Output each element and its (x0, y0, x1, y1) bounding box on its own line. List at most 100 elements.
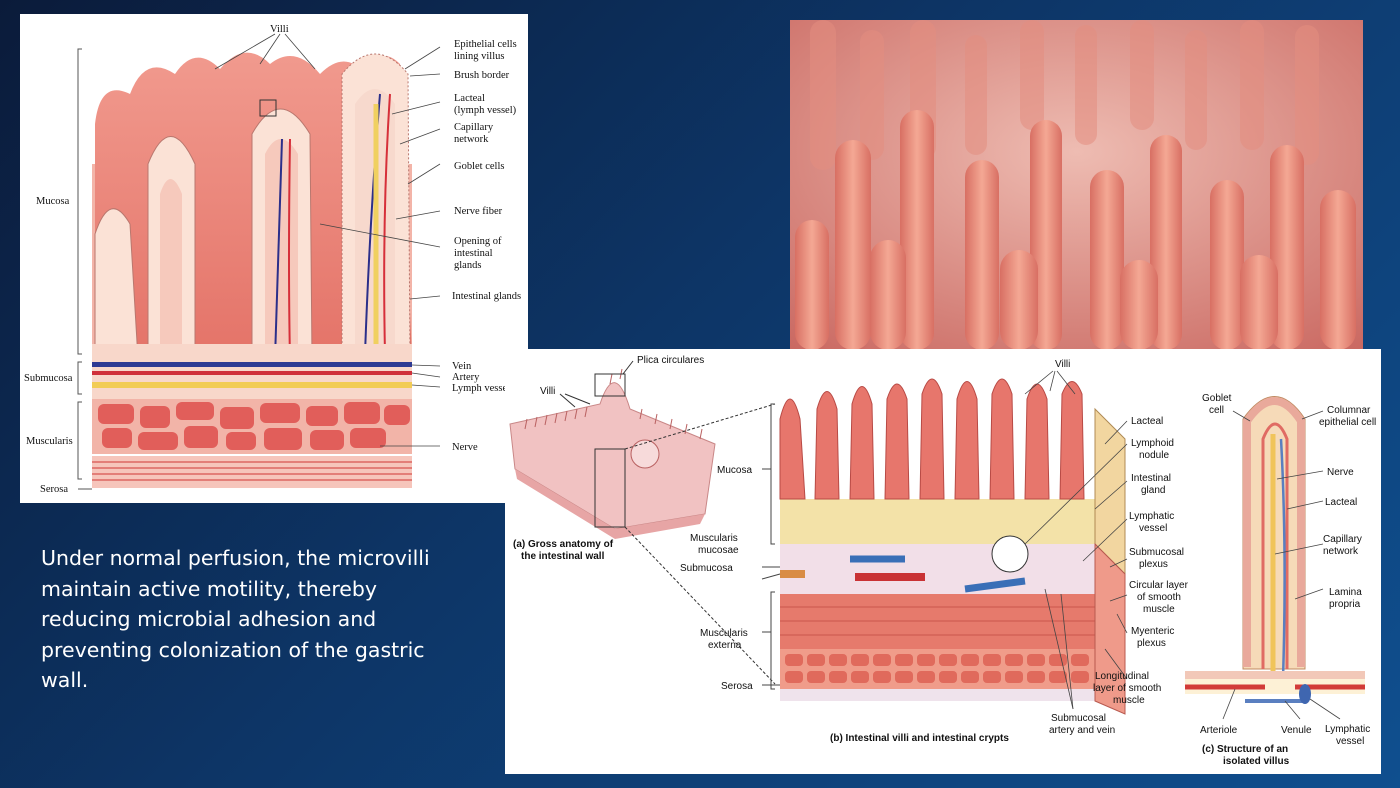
svg-text:Submucosa: Submucosa (24, 373, 73, 384)
svg-text:Submucosal: Submucosal (1051, 713, 1106, 724)
svg-text:externa: externa (708, 640, 742, 651)
villi-anatomy-diagram: Villi Epithelial cells lining villus Bru… (20, 14, 528, 503)
svg-text:Longitudinal: Longitudinal (1095, 671, 1149, 682)
svg-text:network: network (1323, 546, 1359, 557)
block-labels: Villi Mucosa Muscularis mucosae Submucos… (680, 359, 1189, 736)
villus-leaders (1222, 410, 1341, 720)
svg-text:Capillary: Capillary (454, 122, 494, 133)
svg-text:Muscularis: Muscularis (26, 436, 73, 447)
intestinal-block-illustration (779, 378, 1126, 715)
svg-text:artery and vein: artery and vein (1049, 725, 1115, 736)
svg-text:Columnar: Columnar (1327, 405, 1371, 416)
svg-text:Lacteal: Lacteal (1131, 416, 1163, 427)
svg-text:Lacteal: Lacteal (1325, 497, 1357, 508)
svg-text:Intestinal: Intestinal (1131, 473, 1171, 484)
svg-text:Artery: Artery (452, 372, 480, 383)
svg-text:Capillary: Capillary (1323, 534, 1362, 545)
svg-text:gland: gland (1141, 485, 1165, 496)
svg-text:Venule: Venule (1281, 725, 1312, 736)
svg-text:glands: glands (454, 260, 481, 271)
caption-line: reducing microbial adhesion and (41, 607, 377, 631)
svg-text:Lymphoid: Lymphoid (1131, 438, 1174, 449)
svg-text:Opening of: Opening of (454, 236, 502, 247)
svg-text:Goblet cells: Goblet cells (454, 161, 504, 172)
svg-text:muscle: muscle (1143, 604, 1175, 615)
svg-text:Mucosa: Mucosa (36, 196, 70, 207)
svg-text:(c) Structure of an: (c) Structure of an (1202, 744, 1288, 755)
villus-labels: Goblet cell Columnar epithelial cell Ner… (1200, 393, 1376, 747)
svg-text:vessel: vessel (1139, 523, 1167, 534)
slide-caption: Under normal perfusion, the microvilli m… (41, 543, 461, 696)
gross-anatomy-illustration (509, 360, 776, 685)
villus-caption: (c) Structure of an isolated villus (1202, 744, 1290, 767)
intestinal-wall-svg: Plica circulares Villi (a) Gross anatomy… (509, 355, 1376, 767)
svg-text:Lymphatic: Lymphatic (1129, 511, 1174, 522)
villi-shapes (92, 52, 412, 360)
svg-text:Nerve fiber: Nerve fiber (454, 206, 503, 217)
svg-text:(a) Gross anatomy of: (a) Gross anatomy of (513, 539, 614, 550)
svg-text:Plica circulares: Plica circulares (637, 355, 704, 366)
svg-text:Vein: Vein (452, 361, 472, 372)
svg-text:Lacteal: Lacteal (454, 93, 485, 104)
svg-text:Nerve: Nerve (1327, 467, 1354, 478)
svg-text:Serosa: Serosa (721, 681, 753, 692)
svg-text:Lamina: Lamina (1329, 587, 1362, 598)
right-labels: Villi Epithelial cells lining villus Bru… (270, 24, 521, 453)
svg-text:Muscularis: Muscularis (700, 628, 748, 639)
villi-cross-section-svg: Villi Epithelial cells lining villus Bru… (24, 24, 521, 495)
svg-text:Arteriole: Arteriole (1200, 725, 1238, 736)
svg-text:Epithelial cells: Epithelial cells (454, 39, 517, 50)
left-brackets (77, 48, 92, 490)
svg-text:vessel: vessel (1336, 736, 1364, 747)
wall-layers (92, 344, 412, 488)
gross-caption: (a) Gross anatomy of the intestinal wall (513, 539, 614, 562)
svg-text:Serosa: Serosa (40, 484, 68, 495)
svg-text:intestinal: intestinal (454, 248, 493, 259)
svg-text:Villi: Villi (1055, 359, 1070, 370)
caption-line: preventing colonization of the gastric (41, 637, 425, 662)
block-leaders (1024, 370, 1128, 710)
svg-text:network: network (454, 134, 489, 145)
svg-text:Submucosa: Submucosa (680, 563, 733, 574)
svg-text:the intestinal wall: the intestinal wall (521, 551, 605, 562)
svg-text:of smooth: of smooth (1137, 592, 1181, 603)
svg-text:Circular layer: Circular layer (1129, 580, 1189, 591)
leader-lines (214, 33, 441, 447)
block-caption: (b) Intestinal villi and intestinal cryp… (830, 733, 1009, 744)
block-brackets (761, 403, 781, 690)
svg-text:Intestinal glands: Intestinal glands (452, 291, 521, 302)
svg-text:Nerve: Nerve (452, 442, 478, 453)
svg-text:Lymph vesse: Lymph vesse (452, 383, 507, 394)
microvilli-render-photo (790, 20, 1363, 350)
svg-text:Lymphatic: Lymphatic (1325, 724, 1370, 735)
svg-text:Muscularis: Muscularis (690, 533, 738, 544)
svg-text:Goblet: Goblet (1202, 393, 1232, 404)
caption-line: maintain active motility, thereby (41, 576, 378, 601)
svg-text:muscle: muscle (1113, 695, 1145, 706)
intestinal-wall-diagram: Plica circulares Villi (a) Gross anatomy… (505, 349, 1381, 774)
svg-text:nodule: nodule (1139, 450, 1169, 461)
svg-text:(lymph vessel): (lymph vessel) (454, 105, 517, 116)
svg-text:Submucosal: Submucosal (1129, 547, 1184, 558)
caption-line: wall. (41, 668, 89, 692)
svg-text:Mucosa: Mucosa (717, 465, 752, 476)
svg-text:lining villus: lining villus (454, 51, 504, 62)
svg-text:epithelial cell: epithelial cell (1319, 417, 1376, 428)
svg-text:layer of smooth: layer of smooth (1093, 683, 1161, 694)
svg-text:Villi: Villi (270, 24, 289, 35)
svg-text:Brush border: Brush border (454, 70, 510, 81)
isolated-villus-illustration (1185, 396, 1365, 704)
svg-text:plexus: plexus (1137, 638, 1166, 649)
svg-text:isolated villus: isolated villus (1223, 756, 1290, 767)
microvilli-illustration (790, 20, 1363, 350)
gross-labels: Plica circulares Villi (540, 355, 704, 397)
svg-text:cell: cell (1209, 405, 1224, 416)
left-labels: Mucosa Submucosa Muscularis Serosa (24, 196, 73, 495)
svg-text:mucosae: mucosae (698, 545, 739, 556)
svg-text:(b) Intestinal villi and intes: (b) Intestinal villi and intestinal cryp… (830, 733, 1009, 744)
svg-text:Myenteric: Myenteric (1131, 626, 1174, 637)
caption-line: Under normal perfusion, the microvilli (41, 546, 430, 570)
svg-text:plexus: plexus (1139, 559, 1168, 570)
svg-text:propria: propria (1329, 599, 1361, 610)
svg-text:Villi: Villi (540, 386, 555, 397)
